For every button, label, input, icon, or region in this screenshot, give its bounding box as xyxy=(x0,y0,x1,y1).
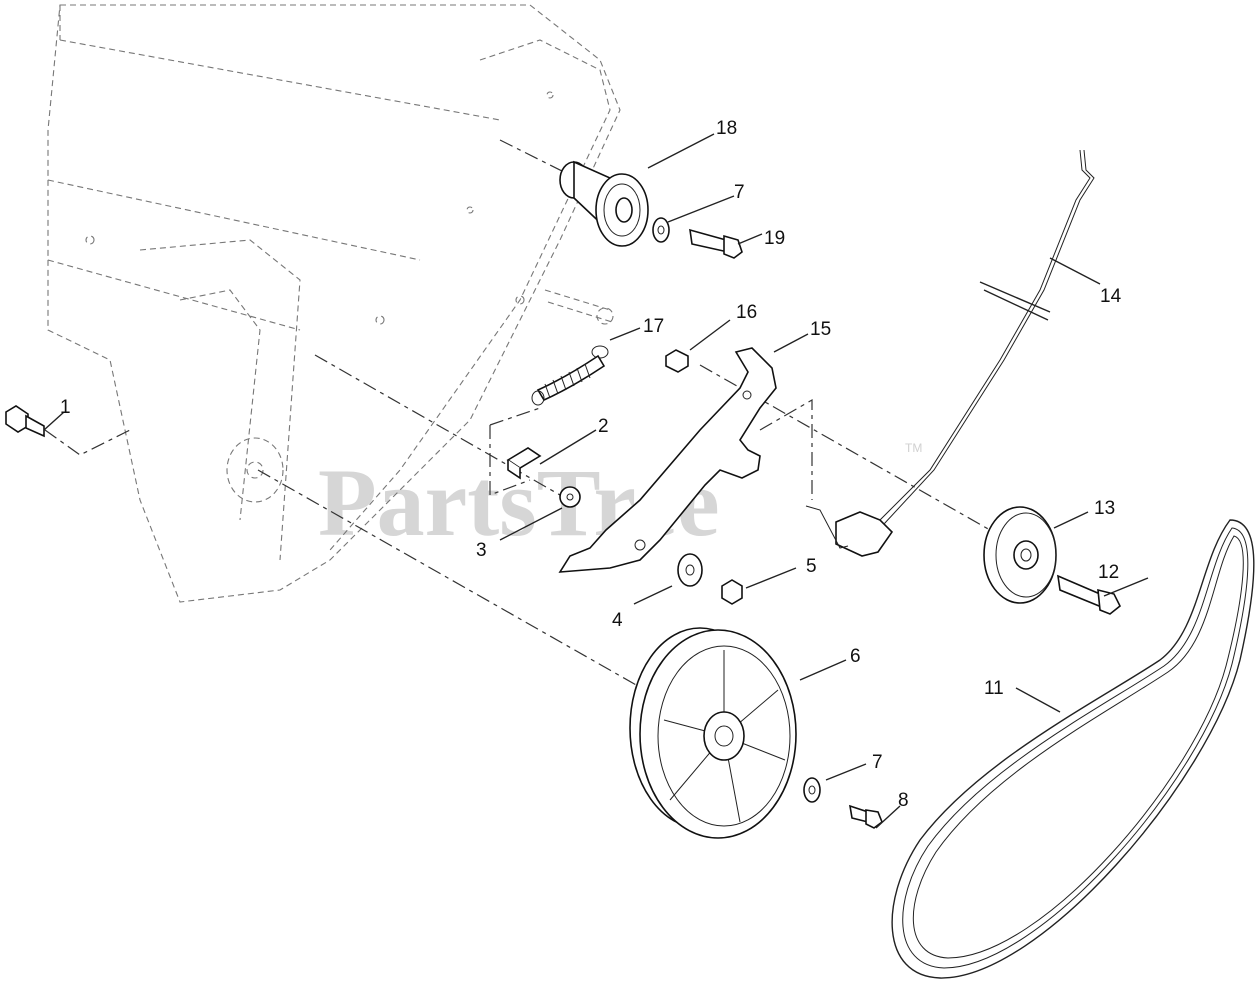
part-belt-11 xyxy=(891,519,1255,979)
part-washer-3 xyxy=(559,486,581,508)
part-bolt-1 xyxy=(5,405,45,438)
callout-17: 17 xyxy=(643,316,664,337)
part-nut-5 xyxy=(721,579,743,605)
callout-16: 16 xyxy=(736,302,757,323)
callout-18: 18 xyxy=(716,118,737,139)
part-drive-pulley-18 xyxy=(559,160,649,247)
part-idler-pulley-13 xyxy=(983,506,1057,604)
part-spacer-4 xyxy=(677,553,703,587)
callout-15: 15 xyxy=(810,319,831,340)
callout-7-lower: 7 xyxy=(872,752,883,773)
callout-3: 3 xyxy=(476,540,487,561)
callout-8: 8 xyxy=(898,790,909,811)
part-idler-arm-15 xyxy=(558,347,777,573)
cable-anchor-bracket xyxy=(805,505,894,557)
assembly-centerlines xyxy=(44,139,991,691)
callout-13: 13 xyxy=(1094,498,1115,519)
callout-labels: 1 2 3 4 5 6 7 7 8 11 12 13 14 15 16 17 1… xyxy=(60,118,1122,811)
part-cable-14 xyxy=(879,149,1095,525)
part-main-pulley-6 xyxy=(629,627,797,839)
part-clip-2 xyxy=(506,447,542,480)
housing-outline xyxy=(47,4,621,603)
callout-2: 2 xyxy=(598,416,609,437)
callout-7-upper: 7 xyxy=(734,182,745,203)
part-spring-17 xyxy=(531,345,609,406)
watermark-tm: TM xyxy=(905,441,922,455)
callout-1: 1 xyxy=(60,397,71,418)
part-washer-7-lower xyxy=(803,777,821,803)
callout-6: 6 xyxy=(850,646,861,667)
part-washer-7-upper xyxy=(652,217,670,243)
part-bolt-8 xyxy=(848,804,883,829)
part-bolt-19 xyxy=(689,228,743,259)
part-bolt-12 xyxy=(1057,574,1122,615)
callout-19: 19 xyxy=(764,228,785,249)
callout-4: 4 xyxy=(612,610,623,631)
leader-lines xyxy=(43,133,1149,829)
callout-14: 14 xyxy=(1100,286,1122,307)
callout-11: 11 xyxy=(984,678,1004,699)
part-nut-16 xyxy=(665,349,689,373)
callout-5: 5 xyxy=(806,556,817,577)
callout-12: 12 xyxy=(1098,562,1119,583)
